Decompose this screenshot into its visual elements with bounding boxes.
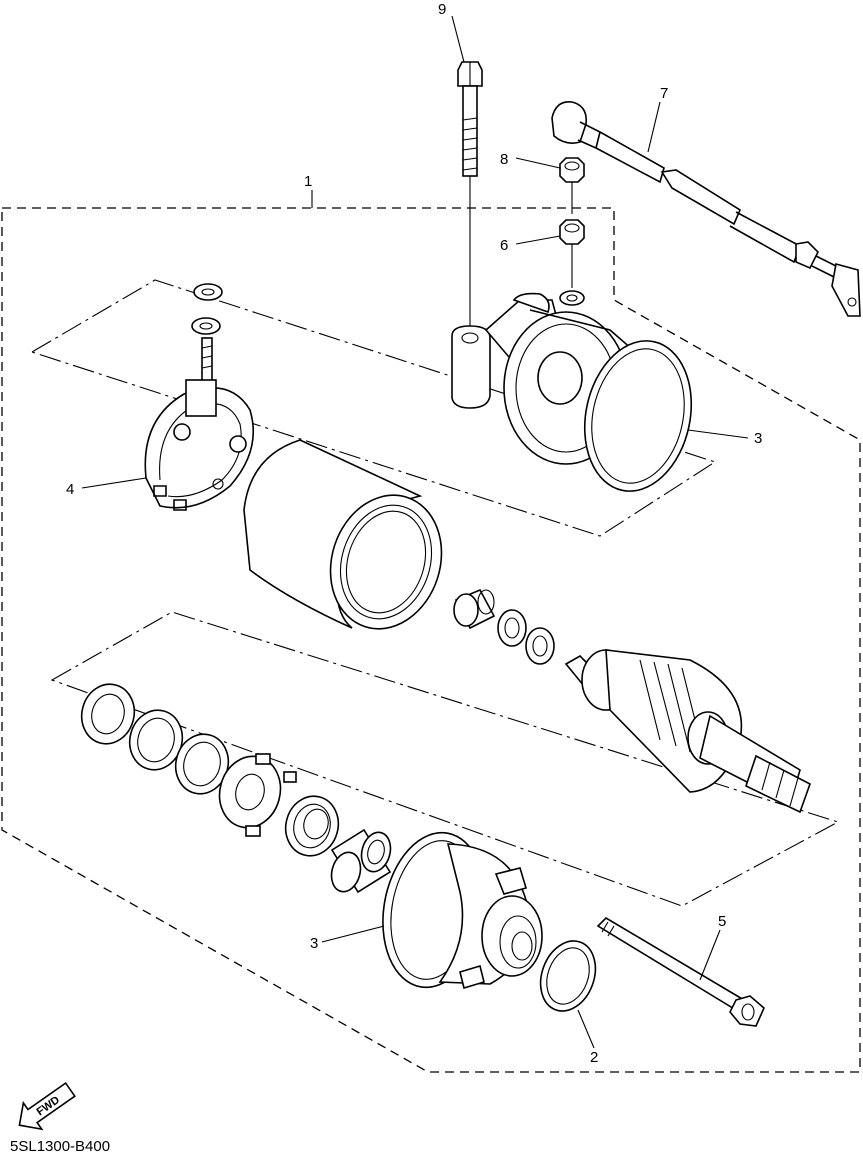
callout-8: 8 bbox=[500, 151, 508, 168]
o-ring-part-2 bbox=[539, 940, 597, 1012]
upper-group-outline bbox=[30, 279, 717, 537]
callout-6: 6 bbox=[500, 237, 508, 254]
diagram-code: 5SL1300-B400 bbox=[10, 1138, 111, 1155]
callout-5: 5 bbox=[718, 913, 726, 930]
leader-lines bbox=[81, 15, 749, 1049]
callout-3-lower: 3 bbox=[310, 935, 318, 952]
lower-group-outline bbox=[50, 611, 840, 907]
front-cover bbox=[382, 831, 543, 990]
callout-7: 7 bbox=[660, 85, 668, 102]
washer-upper-b bbox=[525, 627, 555, 665]
callout-4: 4 bbox=[66, 481, 74, 498]
bushing bbox=[453, 588, 496, 630]
bearing bbox=[284, 795, 340, 857]
callout-2: 2 bbox=[590, 1049, 598, 1066]
callout-1: 1 bbox=[304, 173, 312, 190]
nut-part-6 bbox=[559, 219, 585, 306]
o-ring-part-3-upper bbox=[583, 340, 693, 492]
lead-wire-part-7 bbox=[551, 101, 861, 317]
nut-part-8 bbox=[559, 157, 585, 214]
lock-plate bbox=[218, 753, 297, 837]
fwd-arrow-icon: FWD bbox=[18, 1081, 76, 1131]
callout-9: 9 bbox=[438, 1, 446, 18]
washer-lower-a bbox=[80, 683, 136, 745]
yoke bbox=[243, 439, 443, 630]
brush-holder-part-4 bbox=[144, 283, 255, 511]
needle-bearing bbox=[330, 828, 392, 894]
callout-3-upper: 3 bbox=[754, 430, 762, 447]
armature bbox=[564, 649, 811, 814]
through-bolt-part-5 bbox=[596, 916, 765, 1027]
washer-upper-a bbox=[497, 609, 527, 647]
bolt-part-9 bbox=[457, 61, 483, 328]
